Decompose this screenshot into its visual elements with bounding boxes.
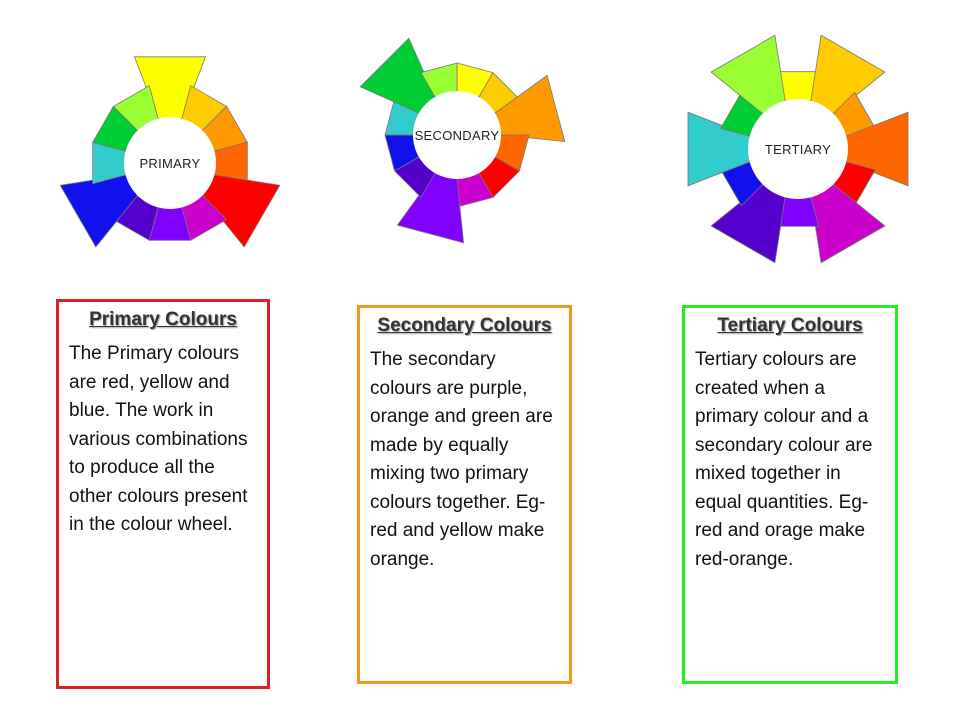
tertiary-wheel-segment: [710, 34, 786, 115]
tertiary-wheel-graphic: TERTIARY: [687, 34, 909, 264]
secondary-wheel-graphic: SECONDARY: [359, 37, 566, 244]
secondary-card-body: The secondary colours are purple, orange…: [370, 349, 553, 570]
secondary-wheel-label: SECONDARY: [415, 128, 500, 143]
tertiary-card: Tertiary Colours Tertiary colours are cr…: [682, 305, 898, 684]
secondary-wheel: SECONDARY: [330, 20, 580, 282]
tertiary-wheel-center: [748, 99, 848, 199]
primary-wheel: PRIMARY: [20, 20, 310, 280]
tertiary-card-title: Tertiary Colours: [717, 315, 863, 336]
tertiary-card-body: Tertiary colours are created when a prim…: [695, 349, 873, 570]
primary-wheel-center: [124, 117, 216, 209]
tertiary-wheel-segment: [810, 183, 886, 264]
secondary-wheel-center: [413, 91, 501, 179]
primary-wheel-label: PRIMARY: [139, 156, 200, 171]
primary-card-body: The Primary colours are red, yellow and …: [69, 343, 248, 535]
primary-wheel-graphic: PRIMARY: [59, 56, 281, 248]
primary-card-title: Primary Colours: [89, 309, 237, 330]
secondary-card: Secondary Colours The secondary colours …: [357, 305, 572, 684]
secondary-card-title: Secondary Colours: [377, 315, 552, 336]
tertiary-wheel-label: TERTIARY: [765, 142, 831, 157]
primary-card: Primary Colours The Primary colours are …: [56, 299, 270, 689]
tertiary-wheel: TERTIARY: [652, 12, 944, 292]
